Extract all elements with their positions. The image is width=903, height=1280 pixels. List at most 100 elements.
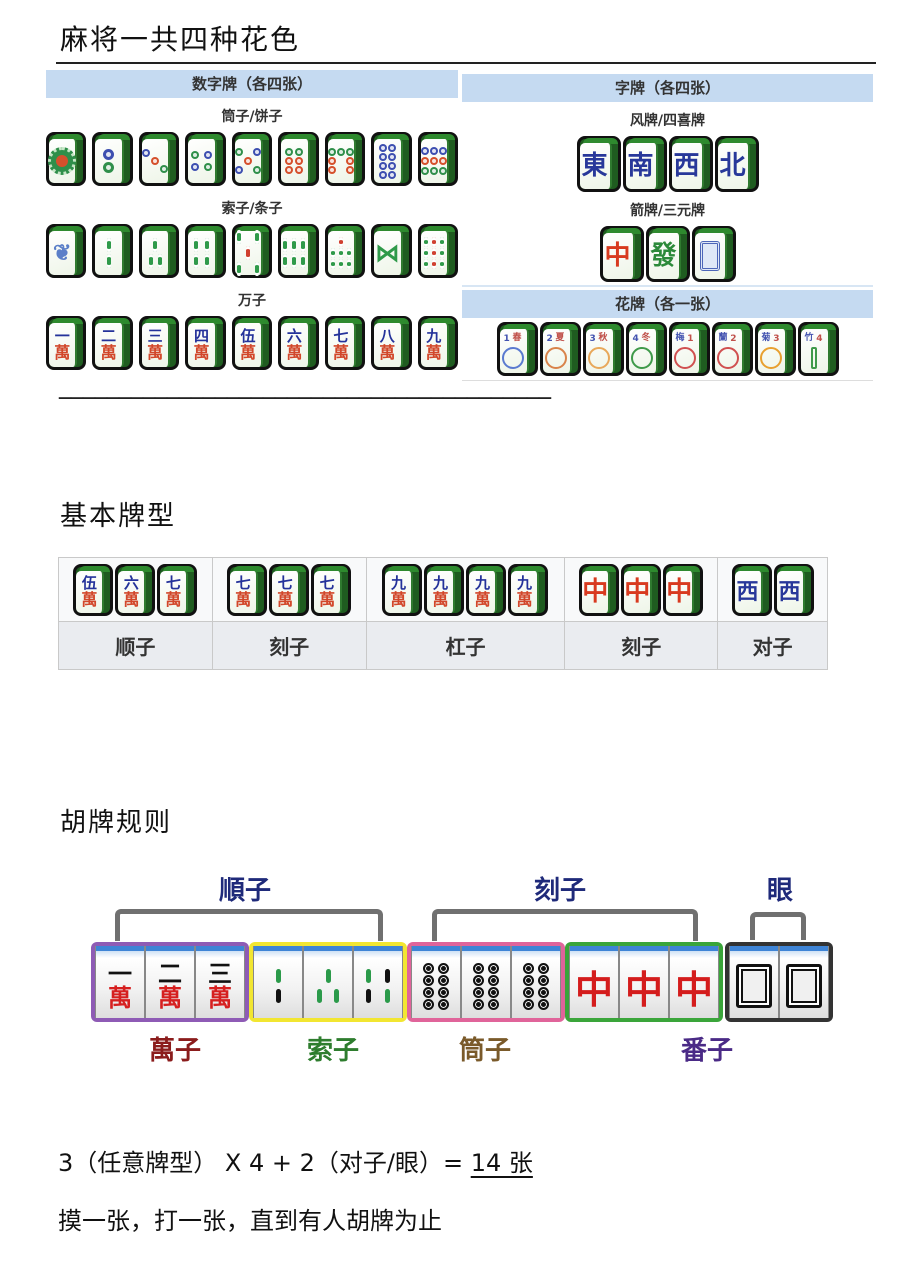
- modern-tile-dot-8: [411, 946, 461, 1018]
- white-dragon-frame-icon: [786, 964, 822, 1008]
- group-wan: 一萬 二萬 三萬: [91, 942, 249, 1022]
- tile: 七萬: [157, 563, 198, 616]
- tile: 九萬: [424, 563, 465, 616]
- play-rule: 摸一张，打一张，直到有人胡牌为止: [58, 1207, 442, 1235]
- tile-dragon-red: 中: [599, 226, 644, 282]
- chrysanthemum-icon: [588, 347, 610, 369]
- tile-bamboo-4: [185, 224, 226, 278]
- tile: 西: [773, 563, 814, 616]
- patterns-table: 伍萬 六萬 七萬 七萬 七萬 七萬 九萬 九萬 九萬 九萬 中 中 中 西 西 …: [58, 557, 828, 670]
- tile: 六萬: [115, 563, 156, 616]
- pattern-label: 对子: [717, 621, 828, 670]
- bracket-kezi: [432, 909, 698, 941]
- tile-wan-7: 七萬: [324, 316, 366, 370]
- pattern-cell-shunzi: 伍萬 六萬 七萬: [58, 557, 213, 622]
- pattern-label: 顺子: [58, 621, 213, 670]
- honor-divider: [462, 285, 873, 287]
- tile-bamboo-9: [417, 224, 458, 278]
- pattern-cell-duizi: 西 西: [717, 557, 828, 622]
- tile: 七萬: [227, 563, 268, 616]
- modern-tile-dot-8: [511, 946, 561, 1018]
- tile-wind-west: 西: [668, 136, 713, 192]
- modern-tile-bamboo-4: [353, 946, 403, 1018]
- modern-tile-white-dragon: [729, 946, 779, 1018]
- tile-bamboo-8: ⋈: [371, 224, 412, 278]
- group-suo: [249, 942, 407, 1022]
- tile: 中: [663, 563, 704, 616]
- tile-dot-1: [46, 132, 87, 186]
- tile: 中: [579, 563, 620, 616]
- modern-tile-bamboo-2: [253, 946, 303, 1018]
- tile-wan-1: 一萬: [46, 316, 87, 370]
- orchid-icon: [717, 347, 739, 369]
- dragons-label: 箭牌/三元牌: [629, 203, 706, 219]
- tile-wind-east: 東: [576, 136, 621, 192]
- tile: 西: [731, 563, 772, 616]
- formula-result: 14 张: [470, 1149, 533, 1177]
- pattern-label: 杠子: [365, 621, 566, 670]
- bamboo-label: 索子/条子: [221, 201, 283, 217]
- tile: 七萬: [311, 563, 352, 616]
- tile-wan-2: 二萬: [92, 316, 133, 370]
- tile-dragon-white: [691, 226, 736, 282]
- narcissus-icon: [631, 347, 653, 369]
- honor-tiles-header: 字牌（各四张）: [462, 74, 873, 102]
- modern-tile-red-dragon: 中: [619, 946, 669, 1018]
- bracket-eye: [750, 912, 806, 940]
- tile-bamboo-5: [231, 224, 273, 278]
- white-dragon-frame-icon: [699, 241, 720, 271]
- tile-dragon-green: 發: [645, 226, 690, 282]
- tile: 九萬: [508, 563, 549, 616]
- tile-dot-3: [138, 132, 180, 186]
- group-tong: [407, 942, 565, 1022]
- group-label-wan: 萬子: [148, 1036, 201, 1066]
- pattern-cell-gangzi: 九萬 九萬 九萬 九萬: [365, 557, 566, 622]
- bird-icon: ❦: [53, 240, 72, 266]
- tile: 九萬: [466, 563, 507, 616]
- characters-row: 一萬 二萬 三萬 四萬 伍萬 六萬 七萬 八萬 九萬: [46, 316, 458, 370]
- bracket-shunzi: [115, 909, 383, 941]
- tile-dot-9: [417, 132, 458, 186]
- daisy-icon: [760, 347, 782, 369]
- tile-wan-6: 六萬: [278, 316, 319, 370]
- tile: 九萬: [382, 563, 423, 616]
- tile-dot-5: [231, 132, 273, 186]
- tile: 中: [621, 563, 662, 616]
- pattern-cell-kezi-honor: 中 中 中: [564, 557, 719, 622]
- section-title-suits: 麻将一共四种花色: [60, 23, 301, 56]
- tile-dot-8: [371, 132, 412, 186]
- modern-tile: 二萬: [145, 946, 195, 1018]
- group-label-fan: 番子: [680, 1036, 733, 1066]
- group-label-suo: 索子: [306, 1036, 359, 1066]
- characters-label: 万子: [238, 293, 266, 309]
- dot-icon: [48, 147, 77, 175]
- section-title-patterns: 基本牌型: [60, 501, 176, 532]
- winds-label: 风牌/四喜牌: [629, 113, 706, 129]
- white-dragon-frame-icon: [736, 964, 772, 1008]
- group-fan: 中 中 中: [565, 942, 723, 1022]
- tile-wind-north: 北: [714, 136, 759, 192]
- bamboo-row: ❦ ⋈: [46, 224, 458, 278]
- tile-dot-6: [278, 132, 319, 186]
- bracket-label-kezi: 刻子: [533, 876, 586, 906]
- modern-tile-dot-8: [461, 946, 511, 1018]
- title-underline: [56, 62, 876, 64]
- number-tiles-header: 数字牌（各四张）: [46, 70, 458, 98]
- tile-wind-south: 南: [622, 136, 667, 192]
- tile-wan-3: 三萬: [138, 316, 180, 370]
- bracket-label-shunzi: 順子: [218, 876, 271, 906]
- tile-dot-2: [92, 132, 133, 186]
- flower-divider: [462, 380, 873, 381]
- flower-tiles-header: 花牌（各一张）: [462, 290, 873, 318]
- tile-bamboo-7: [324, 224, 366, 278]
- modern-tile-white-dragon: [779, 946, 829, 1018]
- pattern-label: 刻子: [564, 621, 719, 670]
- tile: 七萬: [269, 563, 310, 616]
- modern-tile-bamboo-3: [303, 946, 353, 1018]
